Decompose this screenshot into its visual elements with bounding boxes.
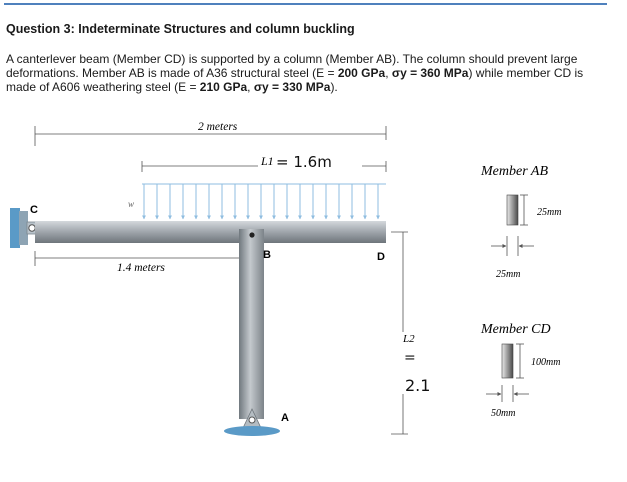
section-cd-height: 100mm <box>531 357 560 368</box>
l2-handwritten-value: 2.1 <box>405 376 430 395</box>
l1-label: L1 <box>260 154 274 168</box>
section-cd-title: Member CD <box>480 322 551 337</box>
svg-text:1.4 meters: 1.4 meters <box>117 262 165 274</box>
section-cd-width: 50mm <box>491 408 515 419</box>
section-ab: Member AB 25mm 25mm <box>480 164 561 280</box>
header-rule <box>4 3 607 5</box>
ab-yield: σy = 360 MPa <box>391 66 469 80</box>
beam-cd <box>35 221 386 243</box>
section-ab-title: Member AB <box>480 164 548 179</box>
dim-1-4-meters: 1.4 meters <box>34 251 239 274</box>
l2-label: L2 <box>402 333 415 345</box>
cd-yield: σy = 330 MPa <box>253 80 331 94</box>
pin-support-a <box>224 408 280 436</box>
pin-b <box>249 232 255 238</box>
load-w-label: w <box>128 199 134 209</box>
label-d: D <box>377 251 385 263</box>
dim-2-meters: 2 meters <box>34 121 387 146</box>
question-title: Question 3: Indeterminate Structures and… <box>6 22 355 36</box>
l1-handwritten: = 1.6m <box>276 153 332 171</box>
distributed-load: w <box>128 183 386 220</box>
label-c: C <box>30 204 38 216</box>
question-text: A canterlever beam (Member CD) is suppor… <box>6 52 584 94</box>
label-b: B <box>263 249 271 261</box>
svg-text:2 meters: 2 meters <box>198 121 238 133</box>
section-ab-width: 25mm <box>496 269 520 280</box>
cd-modulus: 210 GPa <box>199 80 248 94</box>
column-ab <box>239 229 264 419</box>
dim-l1: L1 = 1.6m <box>141 153 387 172</box>
label-a: A <box>281 412 289 424</box>
dim-l2: L2 = 2.1 <box>391 231 447 435</box>
section-cd: Member CD 100mm 50mm <box>480 322 560 419</box>
l2-handwritten-eq: = <box>404 350 416 366</box>
section-ab-height: 25mm <box>537 207 561 218</box>
ab-modulus: 200 GPa <box>337 66 386 80</box>
